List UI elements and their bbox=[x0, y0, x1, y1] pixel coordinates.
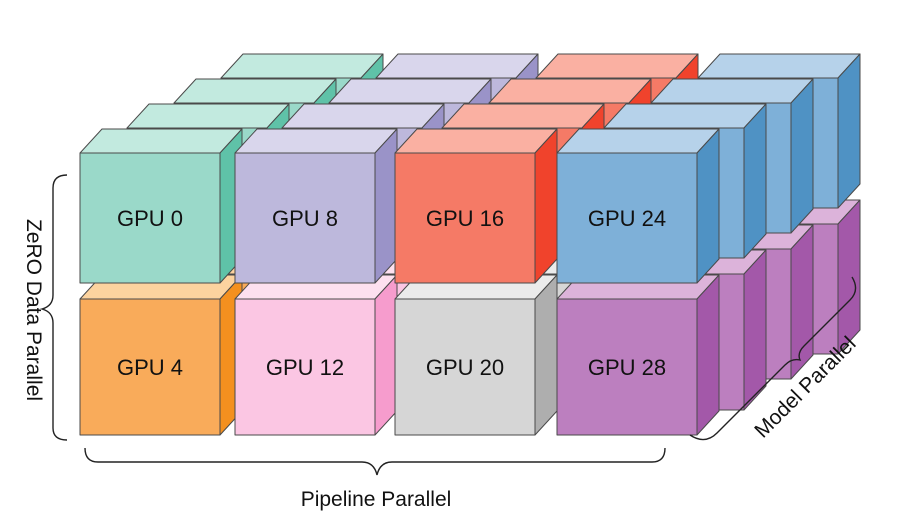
zero-data-parallel-label: ZeRO Data Parallel bbox=[22, 219, 45, 401]
cube-top-face bbox=[126, 103, 290, 129]
cube-side-face bbox=[374, 128, 398, 284]
gpu-label-g16: GPU 16 bbox=[426, 206, 504, 231]
gpu-cube-r0-c1-l0: GPU 8 bbox=[234, 128, 398, 284]
cube-front-face bbox=[556, 298, 698, 436]
cube-front-face bbox=[556, 152, 698, 284]
cube-side-face bbox=[743, 249, 767, 411]
pipeline-parallel-label: Pipeline Parallel bbox=[301, 488, 452, 511]
cube-top-face bbox=[79, 128, 243, 154]
cube-top-face bbox=[220, 53, 384, 79]
gpu-label-g4: GPU 4 bbox=[117, 355, 183, 380]
cube-top-face bbox=[556, 128, 720, 154]
cube-top-face bbox=[173, 78, 337, 104]
pipeline-brace bbox=[84, 447, 666, 476]
gpu-cube-grid: GPU 4 GPU 12 GPU 20 GPU 28 GPU 0 GPU 8 GPU 16 G… bbox=[79, 53, 861, 436]
cube-side-face bbox=[696, 274, 720, 436]
gpu-cube-r0-c0-l0: GPU 0 bbox=[79, 128, 243, 284]
cube-top-face bbox=[488, 78, 652, 104]
cube-side-face bbox=[790, 224, 814, 380]
cube-side-face bbox=[696, 128, 720, 284]
gpu-cube-r1-c0-l0: GPU 4 bbox=[79, 274, 243, 436]
cube-front-face bbox=[79, 152, 221, 284]
cube-front-face bbox=[234, 298, 376, 436]
gpu-label-g20: GPU 20 bbox=[426, 355, 504, 380]
cube-top-face bbox=[281, 103, 445, 129]
cube-front-face bbox=[79, 298, 221, 436]
cube-top-face bbox=[375, 53, 539, 79]
cube-side-face bbox=[837, 53, 861, 209]
gpu-cube-r1-c3-l0: GPU 28 bbox=[556, 274, 720, 436]
cube-top-face bbox=[535, 53, 699, 79]
gpu-cube-r0-c3-l0: GPU 24 bbox=[556, 128, 720, 284]
gpu-label-g24: GPU 24 bbox=[588, 206, 666, 231]
cube-top-face bbox=[328, 78, 492, 104]
cube-front-face bbox=[394, 152, 536, 284]
cube-side-face bbox=[534, 128, 558, 284]
gpu-label-g28: GPU 28 bbox=[588, 355, 666, 380]
gpu-cube-r1-c1-l0: GPU 12 bbox=[234, 274, 398, 436]
cube-top-face bbox=[394, 128, 558, 154]
cube-top-face bbox=[603, 103, 767, 129]
model-parallel-brace bbox=[689, 276, 857, 441]
cube-top-face bbox=[441, 103, 605, 129]
cube-front-face bbox=[234, 152, 376, 284]
cube-top-face bbox=[234, 128, 398, 154]
cube-top-face bbox=[650, 78, 814, 104]
gpu-label-g0: GPU 0 bbox=[117, 206, 183, 231]
data-parallel-brace bbox=[39, 174, 68, 441]
gpu-label-g8: GPU 8 bbox=[272, 206, 338, 231]
cube-top-face bbox=[697, 53, 861, 79]
cube-side-face bbox=[837, 199, 861, 355]
gpu-cube-r1-c2-l0: GPU 20 bbox=[394, 274, 558, 436]
cube-side-face bbox=[790, 78, 814, 234]
cube-front-face bbox=[394, 298, 536, 436]
cube-side-face bbox=[743, 103, 767, 259]
gpu-cube-r0-c2-l0: GPU 16 bbox=[394, 128, 558, 284]
gpu-label-g12: GPU 12 bbox=[266, 355, 344, 380]
cube-side-face bbox=[534, 274, 558, 436]
cube-side-face bbox=[374, 274, 398, 436]
